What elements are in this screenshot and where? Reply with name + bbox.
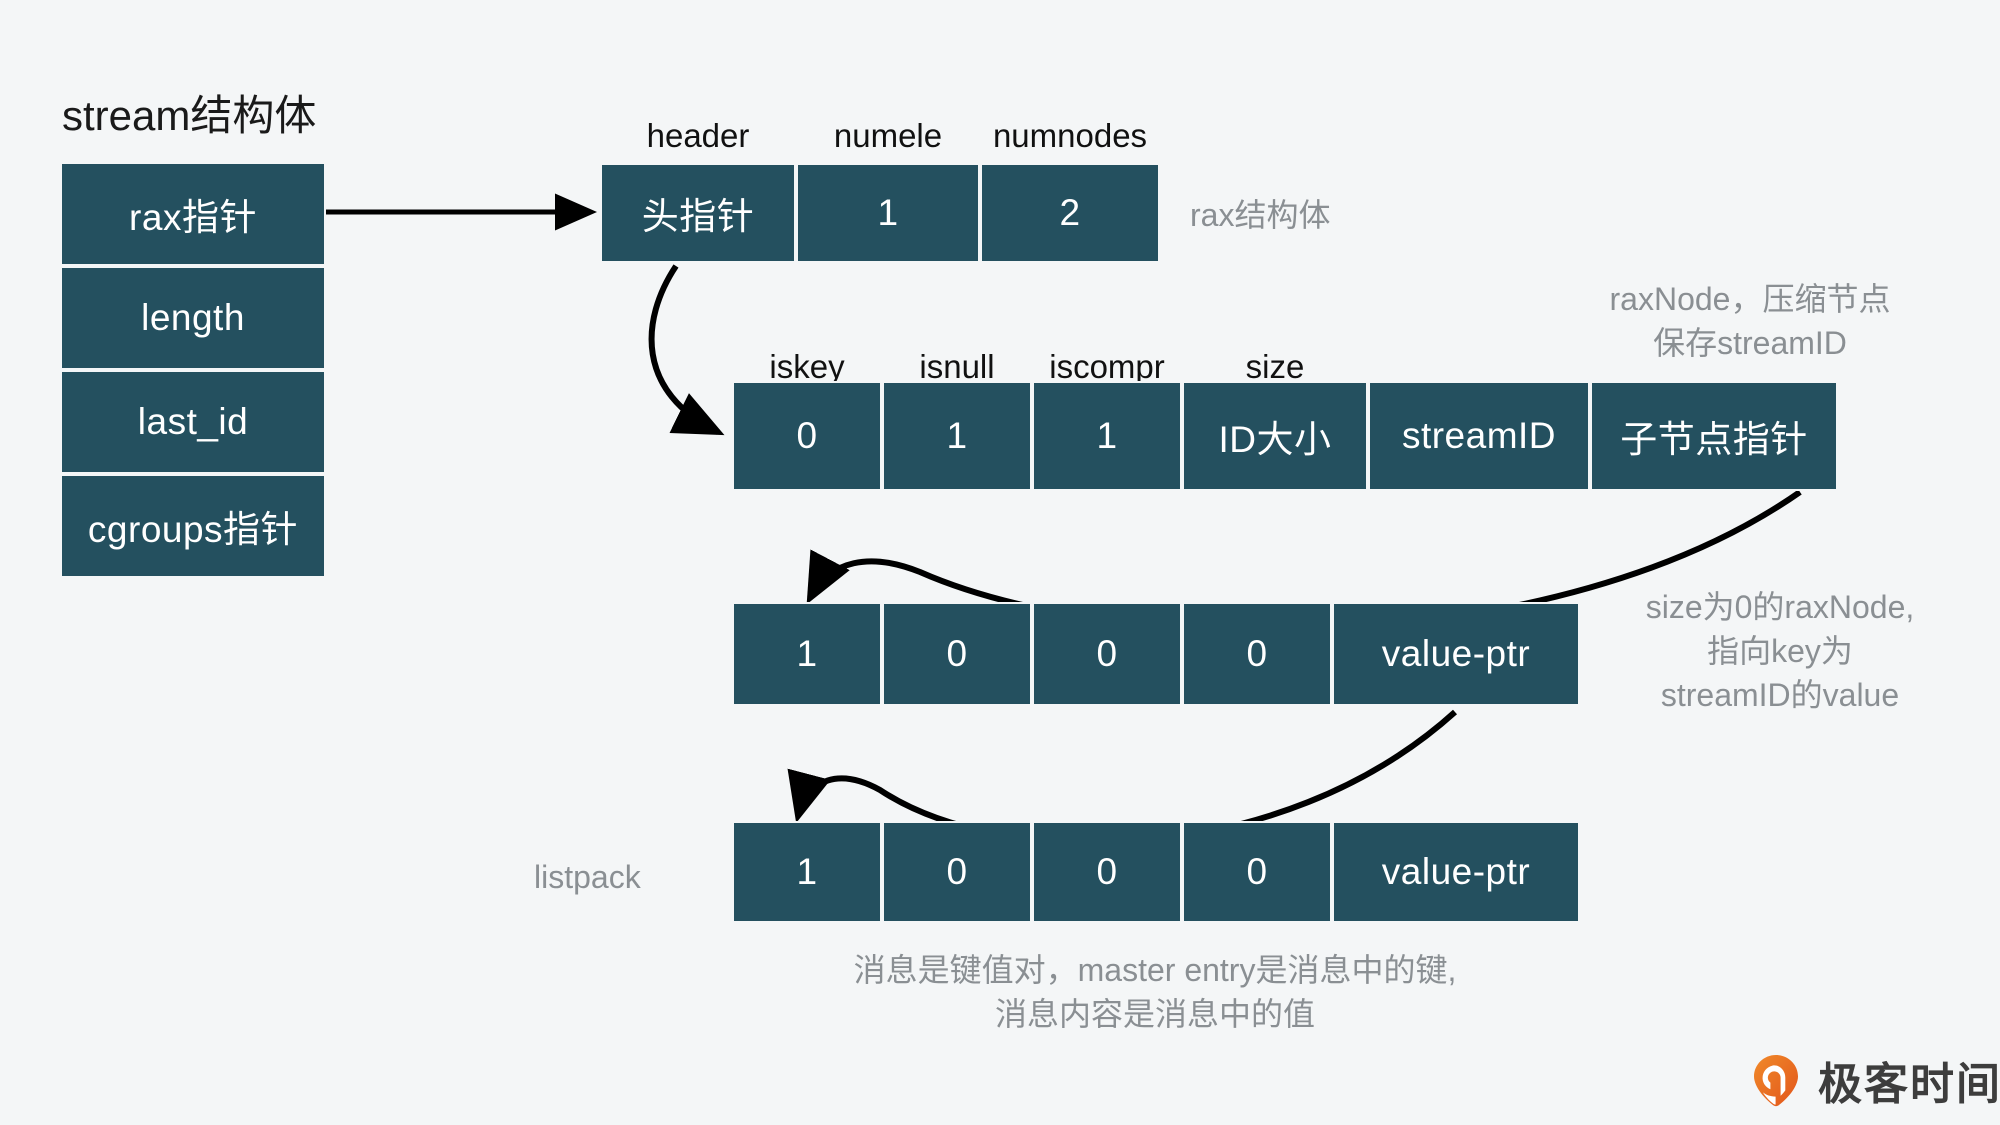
stream-struct-box: rax指针 length last_id cgroups指针: [60, 162, 326, 578]
stream-field-last-id[interactable]: last_id: [60, 370, 326, 474]
stream-field-length[interactable]: length: [60, 266, 326, 370]
leafnode-cell-iskey[interactable]: 1: [732, 602, 882, 706]
raxnode-cell-value: ID大小: [1218, 419, 1332, 460]
raxnode-note: raxNode，压缩节点 保存streamID: [1540, 277, 1960, 365]
listpack-cell-value: 1: [796, 851, 818, 892]
raxnode-cell-size[interactable]: ID大小: [1182, 381, 1368, 491]
raxnode-header-label-isnull: isnull: [919, 348, 995, 385]
footer-note-line1: 消息是键值对，master entry是消息中的键,: [853, 952, 1457, 988]
stream-struct-title: stream结构体: [62, 92, 317, 139]
rax-cell-value: 2: [1059, 192, 1081, 233]
stream-field-label: length: [141, 297, 245, 338]
rax-cell-value: 1: [877, 192, 899, 233]
rax-cell-header[interactable]: 头指针: [600, 163, 796, 263]
listpack-cell-value: value-ptr: [1381, 851, 1531, 892]
raxnode-cell-isnull[interactable]: 1: [882, 381, 1032, 491]
raxnode-header-label-size: size: [1245, 348, 1305, 385]
raxnode-header-label-iscompr: iscompr: [1049, 348, 1165, 385]
leafnode-row: 1 0 0 0 value-ptr: [732, 602, 1580, 706]
rax-header-label-header: header: [646, 117, 750, 154]
rax-cell-numele[interactable]: 1: [796, 163, 980, 263]
leafnode-note-line2: 指向key为: [1707, 633, 1853, 670]
rax-cell-numnodes[interactable]: 2: [980, 163, 1160, 263]
rax-struct-row: 头指针 1 2: [600, 163, 1160, 263]
stream-field-label: cgroups指针: [87, 509, 299, 550]
listpack-cell-value-ptr[interactable]: value-ptr: [1332, 821, 1580, 923]
geektime-pin-icon: [1754, 1055, 1798, 1107]
listpack-cell-3[interactable]: 0: [1032, 821, 1182, 923]
listpack-cell-value: 0: [1246, 851, 1268, 892]
leafnode-cell-value: 1: [796, 633, 818, 674]
leafnode-cell-value: 0: [1096, 633, 1118, 674]
leafnode-cell-value: 0: [946, 633, 968, 674]
arrow-header-to-raxnode: [648, 264, 725, 436]
raxnode-cell-value: 0: [796, 415, 818, 456]
raxnode-cell-value: 1: [946, 415, 968, 456]
leafnode-cell-size[interactable]: 0: [1182, 602, 1332, 706]
leafnode-cell-isnull[interactable]: 0: [882, 602, 1032, 706]
watermark: 极客时间: [1748, 1048, 2000, 1112]
rax-cell-value: 头指针: [641, 196, 755, 237]
listpack-cell-1[interactable]: 1: [732, 821, 882, 923]
raxnode-cell-iskey[interactable]: 0: [732, 381, 882, 491]
listpack-label: listpack: [534, 859, 641, 895]
rax-struct-note: rax结构体: [1190, 197, 1331, 233]
listpack-row: 1 0 0 0 value-ptr: [732, 821, 1580, 923]
leafnode-note-line3: streamID的value: [1660, 677, 1900, 714]
listpack-cell-value: 0: [1096, 851, 1118, 892]
raxnode-cell-value: 子节点指针: [1620, 419, 1808, 460]
raxnode-header-label-iskey: iskey: [769, 348, 845, 385]
leafnode-cell-value-ptr[interactable]: value-ptr: [1332, 602, 1580, 706]
rax-header-label-numele: numele: [833, 117, 943, 154]
stream-field-cgroups-pointer[interactable]: cgroups指针: [60, 474, 326, 578]
leafnode-cell-value: 0: [1246, 633, 1268, 674]
raxnode-note-line2: 保存streamID: [1653, 325, 1847, 362]
leafnode-cell-value: value-ptr: [1381, 633, 1531, 674]
listpack-cell-4[interactable]: 0: [1182, 821, 1332, 923]
footer-note-line2: 消息内容是消息中的值: [994, 996, 1315, 1033]
rax-header-label-numnodes: numnodes: [992, 117, 1148, 154]
watermark-text: 极客时间: [1818, 1060, 2000, 1109]
raxnode-cell-value: streamID: [1401, 415, 1557, 456]
raxnode-cell-value: 1: [1096, 415, 1118, 456]
footer-note: 消息是键值对，master entry是消息中的键, 消息内容是消息中的值: [650, 948, 1660, 1036]
raxnode-row: 0 1 1 ID大小 streamID 子节点指针: [732, 381, 1838, 491]
stream-field-label: last_id: [137, 401, 249, 442]
leafnode-note: size为0的raxNode, 指向key为 streamID的value: [1580, 585, 1980, 717]
raxnode-cell-streamid[interactable]: streamID: [1368, 381, 1590, 491]
listpack-cell-2[interactable]: 0: [882, 821, 1032, 923]
stream-field-rax-pointer[interactable]: rax指针: [60, 162, 326, 266]
stream-field-label: rax指针: [129, 197, 257, 238]
raxnode-cell-child-pointer[interactable]: 子节点指针: [1590, 381, 1838, 491]
listpack-cell-value: 0: [946, 851, 968, 892]
leafnode-cell-iscompr[interactable]: 0: [1032, 602, 1182, 706]
raxnode-cell-iscompr[interactable]: 1: [1032, 381, 1182, 491]
raxnode-note-line1: raxNode，压缩节点: [1609, 281, 1891, 317]
leafnode-note-line1: size为0的raxNode,: [1645, 589, 1915, 625]
